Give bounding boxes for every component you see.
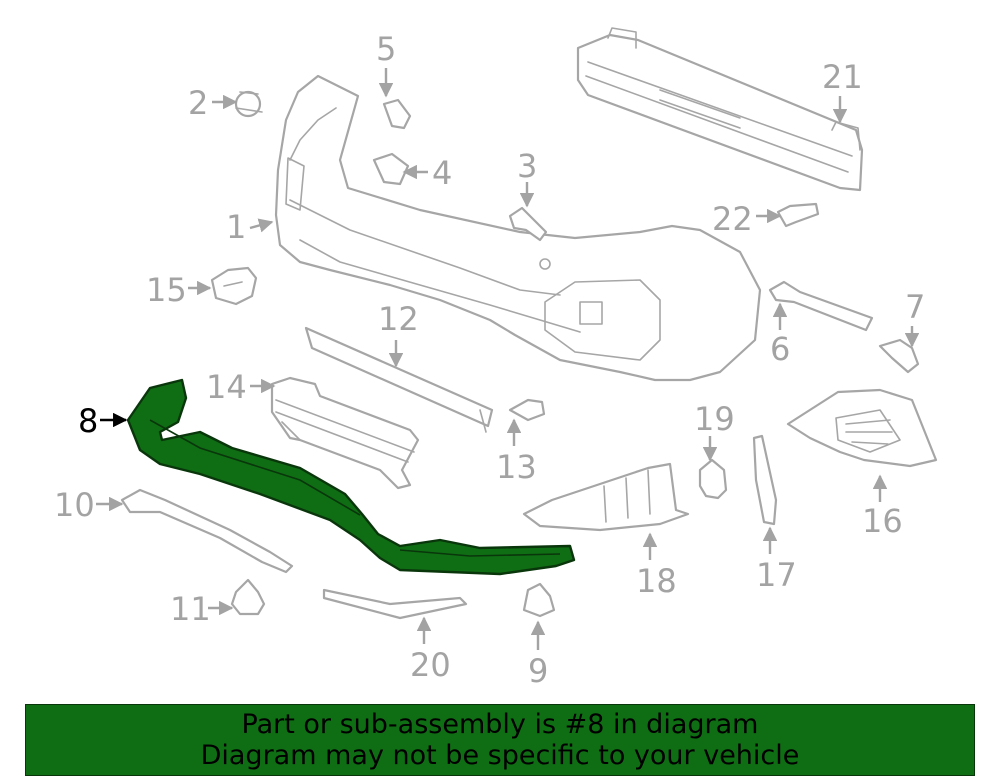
part-4-clip <box>372 152 410 186</box>
part-7-clip <box>878 338 920 374</box>
callout-15: 15 <box>146 271 187 309</box>
part-16-garnish <box>786 388 938 468</box>
part-10-bracket <box>120 488 294 574</box>
leader-arrows <box>96 68 920 650</box>
part-12 <box>304 326 494 433</box>
part-1-bumper-cover <box>274 74 762 382</box>
callout-7: 7 <box>905 288 925 326</box>
callout-21: 21 <box>822 58 863 96</box>
callout-18: 18 <box>636 562 677 600</box>
part-13-bolt <box>508 398 546 422</box>
callout-4: 4 <box>432 154 452 192</box>
callout-17: 17 <box>756 556 797 594</box>
callout-12: 12 <box>378 300 419 338</box>
part-2-clip <box>234 90 263 118</box>
callout-8: 8 <box>78 402 98 440</box>
part-14-bracket <box>270 376 420 490</box>
callout-10: 10 <box>54 486 95 524</box>
banner-line-2: Diagram may not be specific to your vehi… <box>200 740 800 771</box>
part-11-clip <box>230 578 266 616</box>
callout-20: 20 <box>410 646 451 684</box>
callout-9: 9 <box>528 652 548 690</box>
info-banner: Part or sub-assembly is #8 in diagram Di… <box>25 704 975 776</box>
callout-2: 2 <box>188 84 208 122</box>
callout-14: 14 <box>206 368 247 406</box>
part-9-clip <box>522 582 556 618</box>
part-3-bolt <box>508 206 548 242</box>
part-15 <box>210 266 258 306</box>
part-6-bracket <box>768 280 874 332</box>
callout-16: 16 <box>862 502 903 540</box>
callout-6: 6 <box>770 330 790 368</box>
callout-19: 19 <box>694 400 735 438</box>
part-18-splash-guard <box>522 462 690 532</box>
part-19-clip <box>698 458 728 500</box>
part-21-bumper-reinforcement <box>576 27 864 192</box>
part-17-reflector <box>752 434 778 526</box>
callout-13: 13 <box>496 448 537 486</box>
callout-5: 5 <box>376 30 396 68</box>
parts-diagram: 1 2 3 4 5 6 7 8 9 10 11 12 13 14 15 16 1… <box>54 27 938 690</box>
part-5-bolt <box>382 98 412 130</box>
banner-line-1: Part or sub-assembly is #8 in diagram <box>241 709 759 740</box>
callout-3: 3 <box>517 147 537 185</box>
callout-22: 22 <box>712 200 753 238</box>
part-20-strip <box>322 588 468 620</box>
part-8-lower-valance <box>126 378 576 576</box>
callout-1: 1 <box>226 208 246 246</box>
callout-11: 11 <box>170 590 211 628</box>
part-22-bolt <box>776 202 820 228</box>
